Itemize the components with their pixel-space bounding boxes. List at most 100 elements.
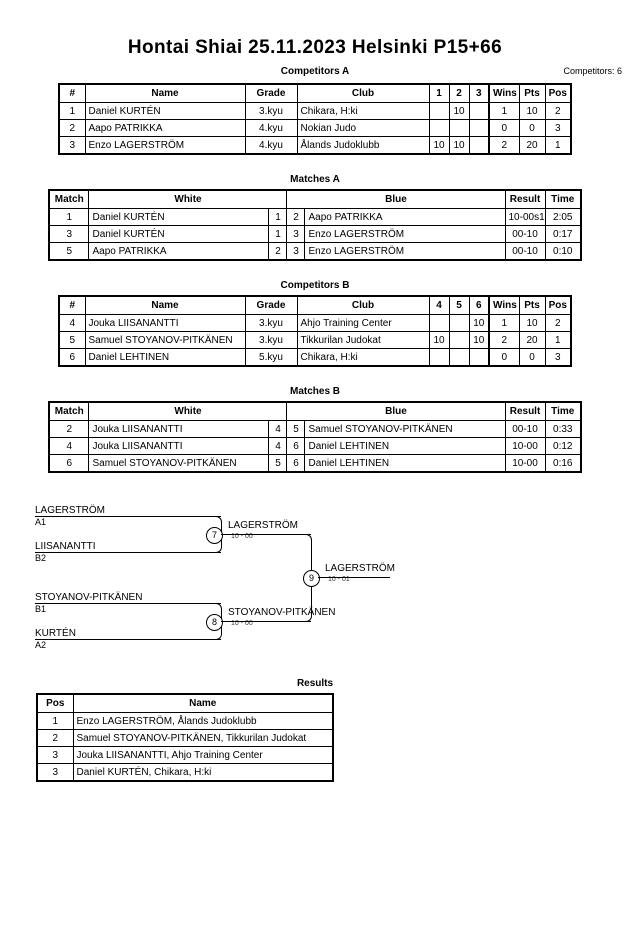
cell-wins: 2: [488, 331, 520, 349]
bracket-entrant-name: LIISANANTTI: [35, 541, 96, 552]
cell-grade: 5.kyu: [244, 348, 298, 367]
bracket-entrant-name: KURTÉN: [35, 628, 76, 639]
col-name: Name: [84, 295, 246, 315]
bracket-semifinal-winner: STOYANOV-PITKÄNEN: [228, 607, 336, 618]
cell-name: Aapo PATRIKKA: [84, 119, 246, 137]
cell-match: 3: [48, 225, 90, 243]
cell-name: Jouka LIISANANTTI: [84, 314, 246, 332]
section-caption-competitors-b: Competitors B: [280, 280, 350, 291]
cell-wins: 0: [488, 119, 520, 137]
cell-club: Ålands Judoklubb: [296, 136, 430, 155]
cell-num: 2: [58, 119, 86, 137]
cell-blue-num: 6: [286, 437, 306, 455]
table-row: 5 Samuel STOYANOV-PITKÄNEN 3.kyu Tikkuri…: [58, 331, 572, 349]
bracket-entrant-seed: A2: [35, 640, 47, 650]
cell-pos: 2: [544, 102, 572, 120]
col-white: White: [88, 189, 288, 209]
cell-match: 4: [48, 437, 90, 455]
col-round-3: 3: [468, 83, 490, 103]
cell-pos: 3: [36, 763, 74, 782]
cell-score-6: 10: [468, 331, 490, 349]
cell-pos: 1: [544, 331, 572, 349]
bracket-entrant-seed: B2: [35, 553, 47, 563]
cell-pts: 10: [518, 102, 546, 120]
cell-blue: Daniel LEHTINEN: [304, 454, 506, 473]
col-white: White: [88, 401, 288, 421]
cell-score-6: [468, 348, 490, 367]
cell-result: 10-00: [504, 437, 546, 455]
table-header-row: # Name Grade Club 4 5 6 Wins Pts Pos: [58, 295, 572, 315]
table-row: 4 Jouka LIISANANTTI 3.kyu Ahjo Training …: [58, 314, 572, 332]
cell-score-3: [468, 102, 490, 120]
cell-score-1: [428, 102, 450, 120]
cell-white-num: 2: [268, 242, 288, 261]
table-row: 1 Daniel KURTÉN 1 2 Aapo PATRIKKA 10-00s…: [48, 208, 582, 226]
col-club: Club: [296, 83, 430, 103]
bracket-match-number[interactable]: 8: [206, 614, 223, 631]
col-wins: Wins: [488, 295, 520, 315]
cell-match: 2: [48, 420, 90, 438]
cell-grade: 4.kyu: [244, 119, 298, 137]
bracket-line: [35, 603, 221, 604]
cell-blue: Enzo LAGERSTRÖM: [304, 225, 506, 243]
cell-match: 1: [48, 208, 90, 226]
cell-blue-num: 3: [286, 242, 306, 261]
col-blue: Blue: [286, 189, 506, 209]
section-caption-matches-b: Matches B: [289, 386, 340, 397]
table-row: 1 Enzo LAGERSTRÖM, Ålands Judoklubb: [36, 712, 334, 730]
table-header-row: Match White Blue Result Time: [48, 189, 582, 209]
table-row: 2 Aapo PATRIKKA 4.kyu Nokian Judo 0 0 3: [58, 119, 572, 137]
bracket-match-number[interactable]: 9: [303, 570, 320, 587]
table-row: 3 Enzo LAGERSTRÖM 4.kyu Ålands Judoklubb…: [58, 136, 572, 155]
col-time: Time: [544, 189, 582, 209]
bracket-entrant-name: LAGERSTRÖM: [35, 505, 106, 516]
cell-name: Samuel STOYANOV-PITKÄNEN, Tikkurilan Jud…: [72, 729, 334, 747]
col-pts: Pts: [518, 295, 546, 315]
cell-time: 0:10: [544, 242, 582, 261]
matches-a-table: Match White Blue Result Time 1 Daniel KU…: [47, 189, 582, 261]
cell-result: 10-00: [504, 454, 546, 473]
cell-score-2: 10: [448, 136, 470, 155]
cell-score-3: [468, 136, 490, 155]
col-pos: Pos: [544, 295, 572, 315]
col-time: Time: [544, 401, 582, 421]
cell-result: 00-10: [504, 242, 546, 261]
col-club: Club: [296, 295, 430, 315]
bracket-line: [318, 577, 390, 578]
competitors-b-table: # Name Grade Club 4 5 6 Wins Pts Pos 4 J…: [58, 295, 572, 367]
bracket-line: [221, 534, 311, 535]
bracket-entrant-seed: B1: [35, 604, 47, 614]
cell-white-num: 1: [268, 225, 288, 243]
table-row: 4 Jouka LIISANANTTI 4 6 Daniel LEHTINEN …: [48, 437, 582, 455]
cell-pts: 0: [518, 119, 546, 137]
col-round-1: 1: [428, 83, 450, 103]
col-grade: Grade: [244, 295, 298, 315]
cell-num: 5: [58, 331, 86, 349]
cell-pos: 3: [544, 348, 572, 367]
cell-pos: 1: [544, 136, 572, 155]
bracket-match-number[interactable]: 7: [206, 527, 223, 544]
cell-name: Samuel STOYANOV-PITKÄNEN: [84, 331, 246, 349]
col-result: Result: [504, 401, 546, 421]
bracket-semifinal-winner: LAGERSTRÖM: [228, 520, 299, 531]
cell-result: 10-00s1: [504, 208, 546, 226]
cell-score-1: [428, 119, 450, 137]
cell-white: Samuel STOYANOV-PITKÄNEN: [88, 454, 270, 473]
col-round-2: 2: [448, 83, 470, 103]
cell-pts: 20: [518, 331, 546, 349]
cell-wins: 1: [488, 314, 520, 332]
cell-score-3: [468, 119, 490, 137]
cell-pts: 20: [518, 136, 546, 155]
cell-num: 4: [58, 314, 86, 332]
cell-blue: Daniel LEHTINEN: [304, 437, 506, 455]
cell-score-5: [448, 348, 470, 367]
cell-time: 0:17: [544, 225, 582, 243]
cell-score-4: 10: [428, 331, 450, 349]
col-pts: Pts: [518, 83, 546, 103]
cell-pos: 2: [544, 314, 572, 332]
cell-grade: 3.kyu: [244, 331, 298, 349]
cell-blue: Aapo PATRIKKA: [304, 208, 506, 226]
cell-match: 6: [48, 454, 90, 473]
cell-score-4: [428, 314, 450, 332]
col-match: Match: [48, 189, 90, 209]
